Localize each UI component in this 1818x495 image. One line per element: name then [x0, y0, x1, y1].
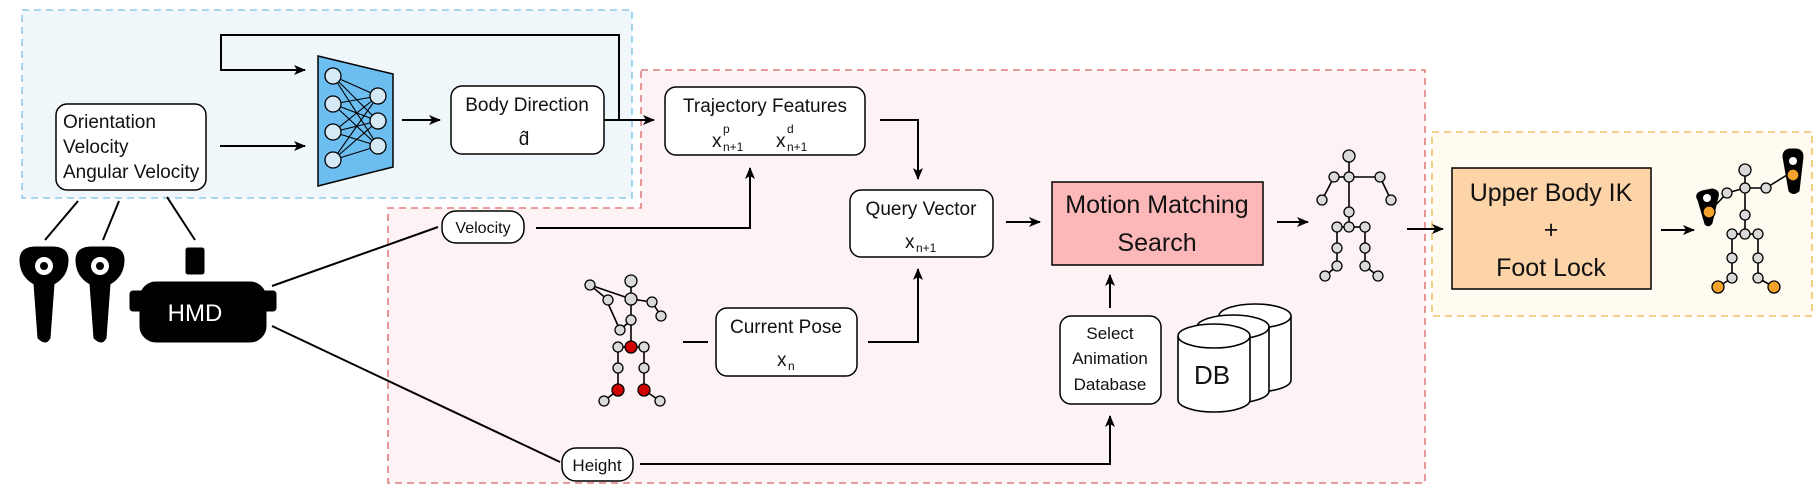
- select-animation-database-box: Select Animation Database: [1059, 315, 1162, 405]
- query-vector-box: Query Vector x n+1: [849, 189, 994, 258]
- query-vector-title: Query Vector: [866, 199, 978, 220]
- upper-ik-line1: Upper Body IK: [1470, 179, 1633, 207]
- trajectory-term-direction: x d n+1: [776, 122, 808, 154]
- hmd-label: HMD: [168, 300, 223, 327]
- tracked-controller-left-icon: [1696, 188, 1719, 227]
- neural-network-icon: [317, 55, 394, 187]
- current-pose-title: Current Pose: [730, 317, 842, 338]
- matching-panel: [387, 69, 1426, 484]
- current-pose-subscript: n: [788, 359, 795, 373]
- select-line1: Select: [1086, 324, 1134, 343]
- edges: [44, 34, 1695, 465]
- motion-matching-line2: Search: [1117, 229, 1196, 257]
- inputs-box: Orientation Velocity Angular Velocity: [55, 103, 207, 191]
- edge-pose-to-query: [868, 268, 923, 343]
- final-pose-skeleton-icon: [1696, 148, 1804, 294]
- edge-feedback-loop: [220, 34, 620, 120]
- trajectory-term-position: x p n+1: [712, 122, 744, 154]
- hmd-icon: HMD: [129, 247, 277, 343]
- current-pose-box: Current Pose x n: [715, 307, 858, 377]
- input-orientation: Orientation: [63, 112, 156, 133]
- current-pose-skeleton-icon: [584, 274, 667, 407]
- current-pose-symbol: x: [777, 350, 787, 371]
- trajectory-title: Trajectory Features: [683, 96, 847, 117]
- edge-height-to-select: [640, 415, 1115, 465]
- query-vector-symbol: x: [905, 232, 915, 253]
- body-direction-box: Body Direction d̂: [450, 85, 605, 155]
- body-direction-symbol: d̂: [519, 129, 530, 150]
- velocity-label: Velocity: [455, 220, 510, 237]
- svg-text:x: x: [776, 131, 786, 152]
- edge-hmd-link: [166, 196, 196, 241]
- controller-right-icon: [75, 246, 125, 343]
- svg-text:p: p: [723, 122, 730, 136]
- database-icon: DB: [1177, 303, 1292, 413]
- input-velocity: Velocity: [63, 137, 129, 158]
- height-pill: Height: [561, 447, 634, 482]
- edge-trajectory-to-query: [880, 119, 923, 180]
- svg-text:d: d: [787, 122, 794, 136]
- motion-matching-line1: Motion Matching: [1065, 191, 1248, 219]
- edge-controller-link-1: [44, 200, 79, 241]
- upper-body-ik-box: Upper Body IK + Foot Lock: [1451, 167, 1652, 290]
- edge-velocity-to-trajectory: [536, 167, 755, 229]
- query-vector-subscript: n+1: [916, 241, 937, 255]
- body-direction-title: Body Direction: [465, 95, 589, 116]
- input-angular-velocity: Angular Velocity: [63, 162, 200, 183]
- matched-pose-skeleton-icon: [1316, 149, 1397, 282]
- trajectory-features-box: Trajectory Features x p n+1 x d n+1: [664, 86, 866, 156]
- controller-left-icon: [19, 246, 69, 343]
- db-label: DB: [1194, 360, 1230, 390]
- tracked-controller-right-icon: [1782, 148, 1804, 194]
- edge-hmd-to-velocity: [271, 226, 439, 287]
- upper-ik-line3: Foot Lock: [1496, 254, 1606, 282]
- svg-text:n+1: n+1: [723, 140, 744, 154]
- svg-text:n+1: n+1: [787, 140, 808, 154]
- edge-hmd-to-height: [271, 325, 561, 463]
- height-label: Height: [572, 456, 621, 475]
- edge-controller-link-2: [102, 200, 120, 241]
- velocity-pill: Velocity: [441, 210, 525, 244]
- upper-ik-line2: +: [1544, 216, 1559, 244]
- motion-matching-search-box: Motion Matching Search: [1051, 181, 1264, 266]
- select-line2: Animation: [1072, 349, 1148, 368]
- svg-text:x: x: [712, 131, 722, 152]
- select-line3: Database: [1074, 375, 1147, 394]
